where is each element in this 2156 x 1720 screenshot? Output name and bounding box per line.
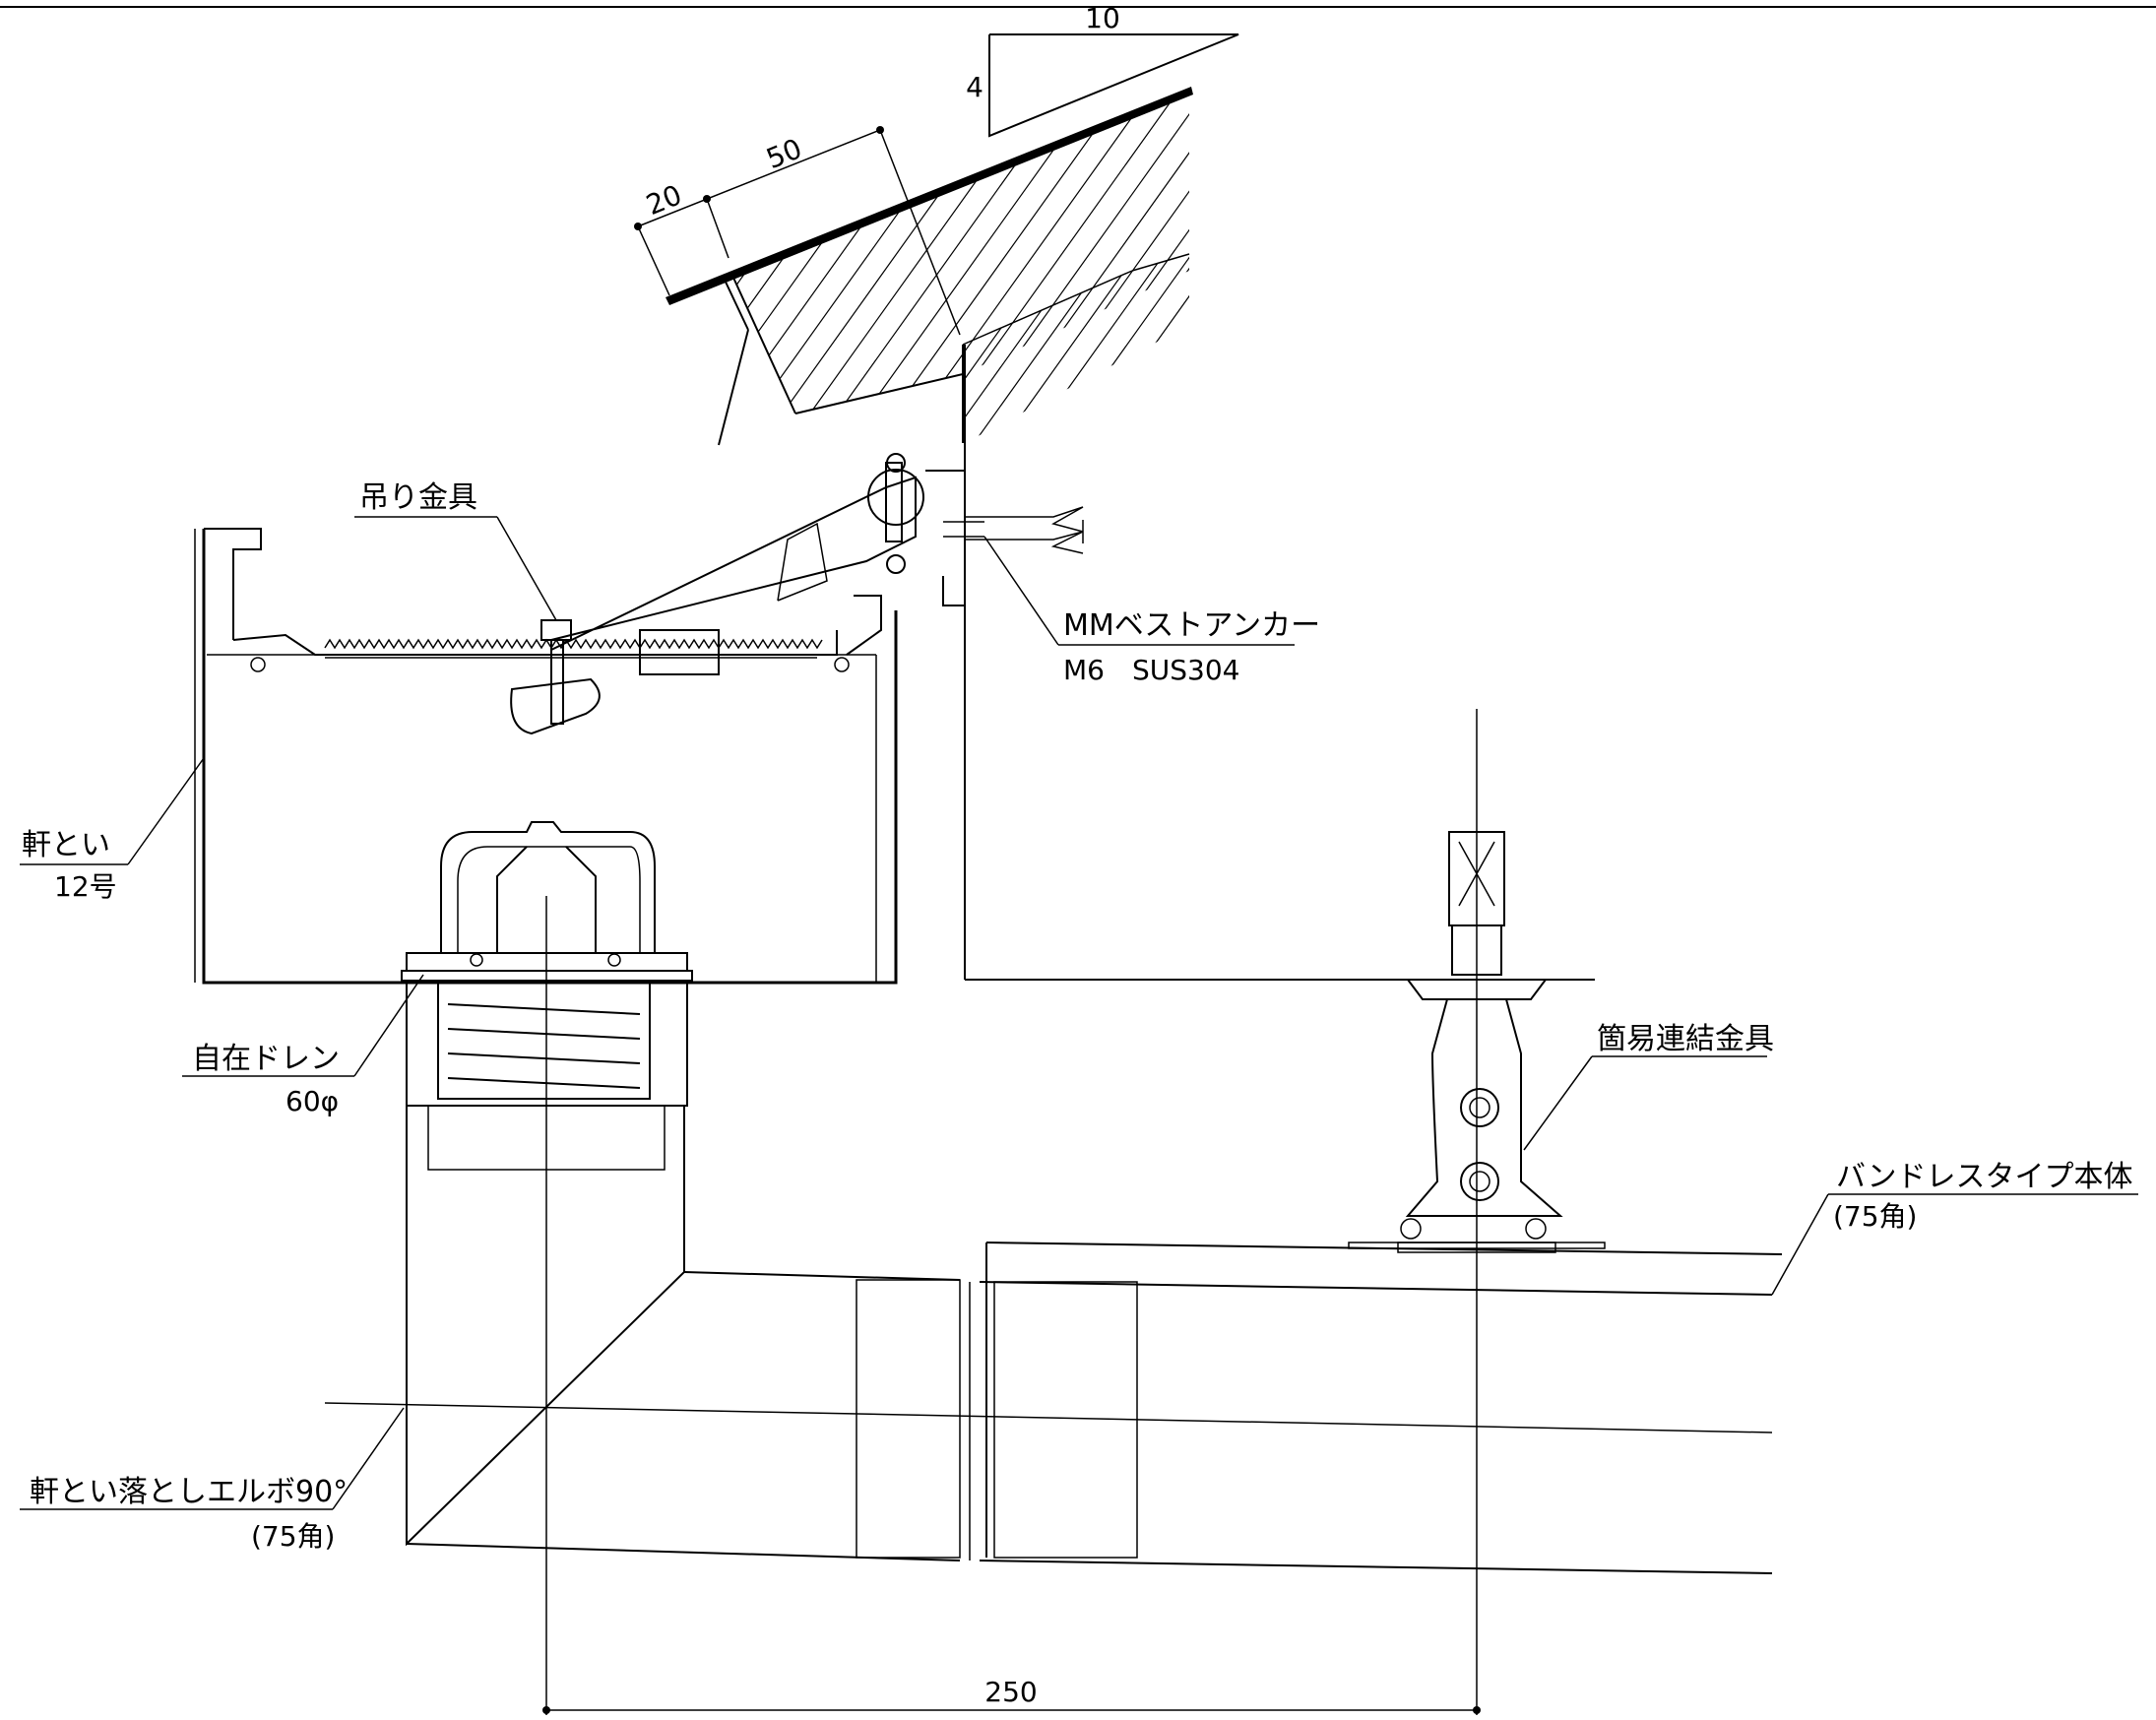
drain-title: 自在ドレン — [192, 1042, 340, 1076]
overhang-20-label: 20 — [642, 178, 686, 222]
slope-run-label: 10 — [1085, 2, 1120, 34]
label-hanger: 吊り金具 — [354, 480, 557, 621]
drain-size: 60φ — [285, 1085, 339, 1117]
anchor-title: MMベストアンカー — [1063, 608, 1320, 643]
center-distance-label: 250 — [984, 1676, 1037, 1708]
label-connector: 箇易連結金具 — [1523, 1022, 1774, 1151]
hanger-label: 吊り金具 — [359, 480, 477, 515]
label-gutter: 軒とい 12号 — [20, 757, 205, 903]
hanger-bracket — [510, 453, 1084, 735]
gutter-title: 軒とい — [22, 828, 110, 862]
body-title: バンドレスタイプ本体 — [1836, 1160, 2133, 1194]
label-drain: 自在ドレン 60φ — [182, 974, 424, 1117]
gutter-body — [194, 528, 898, 985]
elbow-pipe — [324, 1106, 1783, 1574]
connector-title: 箇易連結金具 — [1597, 1022, 1774, 1056]
elbow-size: (75角) — [251, 1520, 335, 1553]
label-body: バンドレスタイプ本体 (75角) — [1771, 1160, 2138, 1296]
roof-section — [666, 87, 1193, 446]
center-dimension: 250 — [542, 896, 1481, 1715]
label-anchor: MMベストアンカー M6 SUS304 — [983, 536, 1320, 686]
overhang-50-label: 50 — [762, 132, 806, 175]
overhang-dimension: 50 20 — [634, 126, 961, 336]
slope-indicator: 10 4 — [966, 2, 1239, 138]
simple-connector — [1348, 831, 1606, 1253]
gutter-size: 12号 — [54, 870, 117, 903]
slope-rise-label: 4 — [966, 71, 983, 103]
body-size: (75角) — [1833, 1200, 1917, 1233]
elbow-title: 軒とい落としエルボ90° — [30, 1475, 348, 1509]
roof-hatching — [733, 94, 1189, 414]
anchor-spec: M6 SUS304 — [1063, 654, 1239, 686]
label-elbow: 軒とい落としエルボ90° (75角) — [20, 1407, 405, 1553]
gutter-rail — [324, 638, 823, 659]
